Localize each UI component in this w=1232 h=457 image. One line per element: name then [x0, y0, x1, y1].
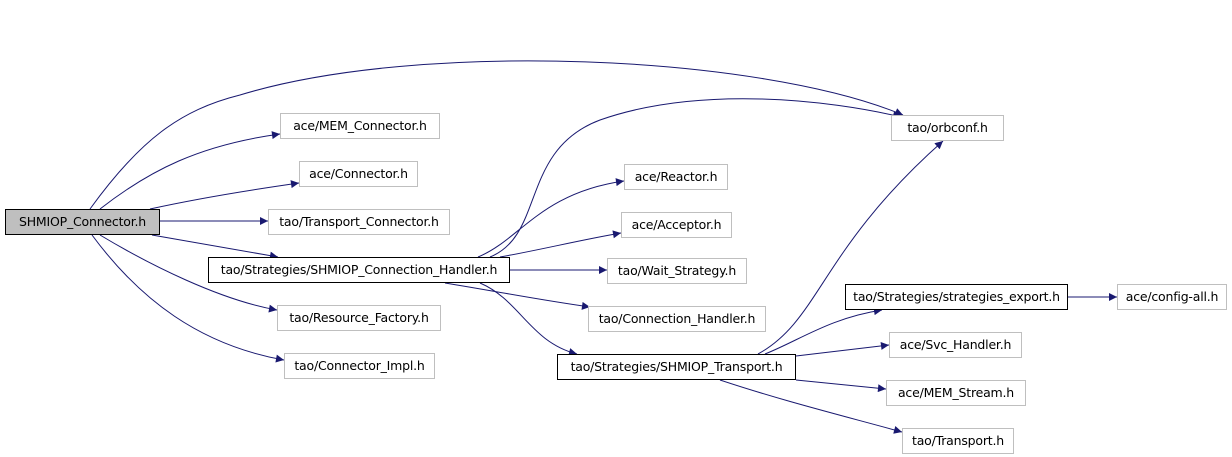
node-mem-stream[interactable]: ace/MEM_Stream.h	[886, 380, 1026, 406]
edge-shmiop_transport-to-transport	[719, 379, 903, 434]
edge-conn_handler_shmiop-to-shmiop_transport	[479, 282, 578, 356]
node-connector-impl[interactable]: tao/Connector_Impl.h	[284, 353, 435, 379]
node-orbconf[interactable]: tao/orbconf.h	[891, 115, 1004, 141]
edge-conn_handler_shmiop-to-acceptor	[499, 230, 622, 258]
edge-root-to-conn_handler_shmiop	[151, 234, 279, 260]
node-resource-factory[interactable]: tao/Resource_Factory.h	[277, 305, 441, 331]
node-root: SHMIOP_Connector.h	[5, 209, 160, 235]
node-shmiop-transport[interactable]: tao/Strategies/SHMIOP_Transport.h	[557, 354, 796, 380]
edge-conn_handler_shmiop-to-orbconf	[489, 98, 902, 258]
edge-conn_handler_shmiop-to-connection_handler	[444, 282, 591, 310]
edge-root-to-mem_connector	[99, 131, 281, 210]
node-transport-connector[interactable]: tao/Transport_Connector.h	[268, 209, 450, 235]
node-acceptor[interactable]: ace/Acceptor.h	[621, 212, 732, 238]
node-svc-handler[interactable]: ace/Svc_Handler.h	[889, 332, 1022, 358]
node-mem-connector[interactable]: ace/MEM_Connector.h	[280, 113, 440, 139]
edge-shmiop_transport-to-mem_stream	[795, 379, 887, 393]
node-connector[interactable]: ace/Connector.h	[299, 161, 418, 187]
edge-conn_handler_shmiop-to-reactor	[477, 178, 625, 258]
edge-shmiop_transport-to-orbconf	[757, 140, 944, 355]
node-config-all[interactable]: ace/config-all.h	[1117, 284, 1227, 310]
edge-root-to-connector	[149, 180, 300, 210]
edge-shmiop_transport-to-strategies_export	[764, 307, 883, 355]
edge-root-to-resource_factory	[99, 234, 278, 313]
node-wait-strategy[interactable]: tao/Wait_Strategy.h	[607, 258, 747, 284]
node-transport[interactable]: tao/Transport.h	[902, 428, 1014, 454]
edge-shmiop_transport-to-svc_handler	[795, 341, 890, 357]
edge-root-to-connector_impl	[91, 234, 285, 363]
node-reactor[interactable]: ace/Reactor.h	[624, 164, 728, 190]
edge-root-to-orbconf	[89, 60, 904, 210]
node-conn-handler-shmiop[interactable]: tao/Strategies/SHMIOP_Connection_Handler…	[208, 257, 510, 283]
node-strategies-export[interactable]: tao/Strategies/strategies_export.h	[845, 284, 1068, 310]
node-connection-handler[interactable]: tao/Connection_Handler.h	[588, 306, 766, 332]
